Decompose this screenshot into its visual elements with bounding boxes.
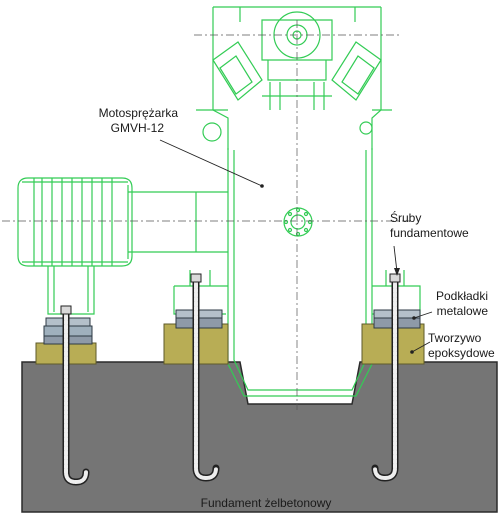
- label-compressor-line2: GMVH-12: [111, 121, 165, 135]
- label-foundation: Fundament żelbetonowy: [201, 496, 332, 510]
- leader-dot-compressor: [260, 184, 264, 188]
- label-compressor-line1: Motosprężarka: [99, 106, 179, 120]
- leader-lines: [159, 139, 433, 353]
- bolt-nuts: [60, 273, 401, 315]
- label-bolts-line2: fundamentowe: [390, 226, 469, 240]
- center-lines: [2, 20, 410, 410]
- label-shims-line2: metalowe: [437, 304, 489, 318]
- label-epoxy-line1: Tworzywo: [428, 331, 482, 345]
- leader-dot-epoxy: [410, 350, 414, 354]
- concrete-foundation: [21, 361, 498, 513]
- epoxy-chocks: [35, 323, 425, 365]
- leader-dot-shims: [412, 316, 416, 320]
- label-epoxy-line2: epoksydowe: [428, 346, 495, 360]
- label-shims-line1: Podkładki: [436, 289, 488, 303]
- label-bolts-line1: Śruby: [390, 210, 421, 225]
- foundation-bolts: [62, 276, 399, 486]
- arrow-bolts: [394, 268, 400, 276]
